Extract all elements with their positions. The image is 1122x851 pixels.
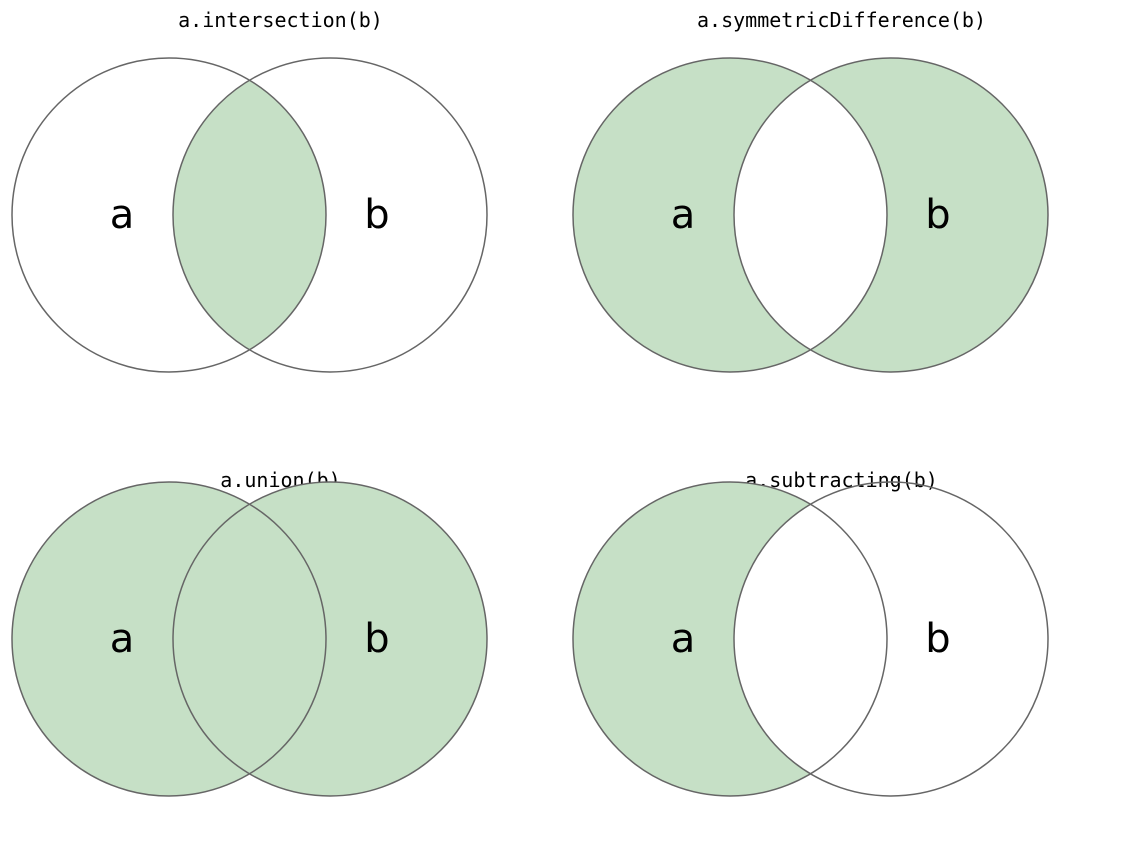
region-a-minus-b <box>561 460 1122 851</box>
circle-a-outline <box>11 57 327 373</box>
panel-symmetric-difference: a.symmetricDifference(b) a b <box>561 0 1122 460</box>
region-union <box>12 482 487 796</box>
set-label-b: b <box>925 192 950 238</box>
circle-a-outline <box>11 481 327 797</box>
circle-b-outline <box>733 481 1049 797</box>
panel-subtracting: a.subtracting(b) a b <box>561 460 1122 851</box>
set-label-a: a <box>110 192 135 238</box>
venn-svg-symmetric-difference: a b <box>561 0 1122 460</box>
circle-b-outline <box>172 57 488 373</box>
circle-b-outline <box>172 481 488 797</box>
panel-union: a.union(b) a b <box>0 460 561 851</box>
region-intersection <box>173 58 326 372</box>
set-label-b: b <box>364 192 389 238</box>
circle-a-outline <box>572 481 888 797</box>
venn-svg-subtracting: a b <box>561 460 1122 851</box>
venn-svg-intersection: a b <box>11 57 488 373</box>
set-label-a: a <box>671 616 696 662</box>
circle-a-outline <box>572 57 888 373</box>
panel-title-intersection: a.intersection(b) <box>178 8 383 32</box>
set-label-a: a <box>110 616 135 662</box>
region-symmetric-difference <box>561 0 1122 460</box>
set-label-a: a <box>671 192 696 238</box>
set-label-b: b <box>364 616 389 662</box>
panel-intersection: a.intersection(b) a b <box>0 0 561 460</box>
set-label-b: b <box>925 616 950 662</box>
venn-svg-union: a b <box>11 481 488 797</box>
circle-b-outline <box>733 57 1049 373</box>
